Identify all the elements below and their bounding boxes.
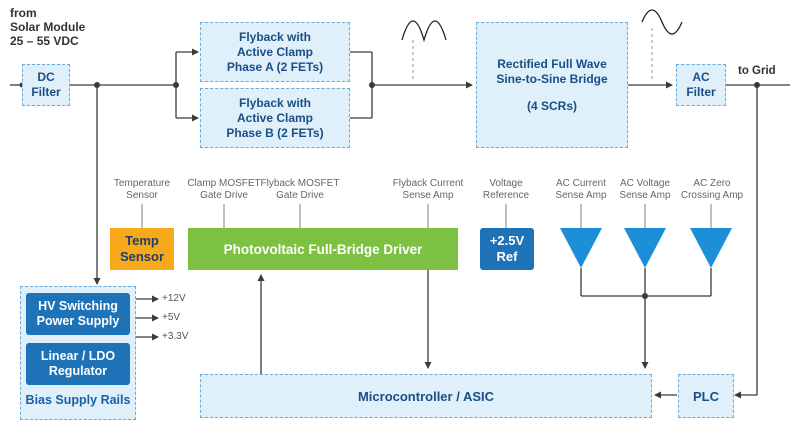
plc-label: PLC bbox=[693, 388, 719, 404]
ldo-block: Linear / LDO Regulator bbox=[26, 343, 130, 385]
label-ac-voltage-l2: Sense Amp bbox=[619, 190, 671, 201]
flyback-phase-b-block: Flyback with Active Clamp Phase B (2 FET… bbox=[200, 88, 350, 148]
label-clamp-mosfet-l1: Clamp MOSFET bbox=[187, 178, 261, 189]
flyback-b-line2: Active Clamp bbox=[236, 110, 314, 125]
temp-sensor-block: Temp Sensor bbox=[110, 228, 174, 270]
label-flyback-mosfet: Flyback MOSFET Gate Drive bbox=[254, 178, 346, 202]
label-ac-voltage-l1: AC Voltage bbox=[619, 178, 671, 189]
label-flyback-current: Flyback Current Sense Amp bbox=[380, 178, 476, 202]
label-voltage-reference-l1: Voltage bbox=[489, 178, 523, 189]
bridge-line3: (4 SCRs) bbox=[526, 98, 577, 113]
label-flyback-current-l1: Flyback Current bbox=[392, 178, 464, 189]
bridge-line1: Rectified Full Wave bbox=[497, 56, 607, 71]
flyback-a-line2: Active Clamp bbox=[236, 44, 314, 59]
ldo-line1: Linear / LDO bbox=[40, 349, 116, 363]
label-ac-voltage: AC Voltage Sense Amp bbox=[610, 178, 680, 202]
pv-driver-block: Photovoltaic Full-Bridge Driver bbox=[188, 228, 458, 270]
source-module: Solar Module bbox=[10, 20, 86, 34]
flyback-b-line1: Flyback with bbox=[238, 95, 312, 110]
dc-filter-line1: DC bbox=[37, 70, 55, 84]
dc-filter-block: DC Filter bbox=[22, 64, 70, 106]
source-label: from Solar Module 25 – 55 VDC bbox=[10, 6, 85, 48]
flyback-phase-a-block: Flyback with Active Clamp Phase A (2 FET… bbox=[200, 22, 350, 82]
label-flyback-current-l2: Sense Amp bbox=[402, 190, 454, 201]
hv-supply-line1: HV Switching bbox=[38, 299, 118, 313]
sine-waveform bbox=[641, 9, 683, 35]
flyback-a-line1: Flyback with bbox=[238, 29, 312, 44]
rail-5v-label: +5V bbox=[162, 312, 181, 323]
ac-zero-amp-triangle bbox=[690, 228, 732, 268]
rectified-waveform bbox=[401, 20, 447, 43]
label-ac-current: AC Current Sense Amp bbox=[546, 178, 616, 202]
label-ac-zero-l1: AC Zero bbox=[693, 178, 731, 189]
label-ac-zero-l2: Crossing Amp bbox=[680, 190, 744, 201]
ac-voltage-amp-triangle bbox=[624, 228, 666, 268]
label-ac-current-l1: AC Current bbox=[555, 178, 606, 189]
flyback-b-line3: Phase B (2 FETs) bbox=[226, 125, 324, 140]
label-clamp-mosfet-l2: Gate Drive bbox=[200, 190, 248, 201]
hv-supply-block: HV Switching Power Supply bbox=[26, 293, 130, 335]
temp-sensor-line1: Temp bbox=[125, 233, 159, 248]
label-flyback-mosfet-l2: Gate Drive bbox=[276, 190, 324, 201]
label-temperature-sensor-l1: Temperature bbox=[113, 178, 171, 189]
temp-sensor-line2: Sensor bbox=[119, 249, 165, 264]
bias-supply-group: HV Switching Power Supply Linear / LDO R… bbox=[20, 286, 136, 420]
microcontroller-block: Microcontroller / ASIC bbox=[200, 374, 652, 418]
plc-block: PLC bbox=[678, 374, 734, 418]
pv-driver-label: Photovoltaic Full-Bridge Driver bbox=[223, 241, 423, 257]
rail-12v-label: +12V bbox=[162, 293, 186, 304]
microcontroller-label: Microcontroller / ASIC bbox=[357, 388, 495, 404]
ldo-line2: Regulator bbox=[48, 364, 108, 378]
bias-supply-title: Bias Supply Rails bbox=[25, 393, 131, 407]
label-ac-zero: AC Zero Crossing Amp bbox=[676, 178, 748, 202]
dc-filter-line2: Filter bbox=[31, 85, 61, 99]
label-clamp-mosfet: Clamp MOSFET Gate Drive bbox=[180, 178, 268, 202]
hv-supply-line2: Power Supply bbox=[36, 314, 120, 328]
ac-current-amp-triangle bbox=[560, 228, 602, 268]
flyback-a-line3: Phase A (2 FETs) bbox=[226, 59, 324, 74]
label-voltage-reference: Voltage Reference bbox=[476, 178, 536, 202]
label-flyback-mosfet-l1: Flyback MOSFET bbox=[260, 178, 340, 189]
ac-filter-line2: Filter bbox=[686, 85, 716, 99]
source-voltage: 25 – 55 VDC bbox=[10, 34, 79, 48]
label-voltage-reference-l2: Reference bbox=[482, 190, 530, 201]
rail-3v3-label: +3.3V bbox=[162, 331, 189, 342]
label-temperature-sensor-l2: Sensor bbox=[126, 190, 158, 201]
ac-filter-block: AC Filter bbox=[676, 64, 726, 106]
ref-line2: Ref bbox=[496, 249, 518, 264]
sine-bridge-block: Rectified Full Wave Sine-to-Sine Bridge … bbox=[476, 22, 628, 148]
ref-block: +2.5V Ref bbox=[480, 228, 534, 270]
to-grid-label: to Grid bbox=[738, 65, 776, 77]
source-from: from bbox=[10, 6, 37, 20]
ref-line1: +2.5V bbox=[489, 233, 525, 248]
label-temperature-sensor: Temperature Sensor bbox=[104, 178, 180, 202]
ac-filter-line1: AC bbox=[692, 70, 710, 84]
bridge-line2: Sine-to-Sine Bridge bbox=[496, 71, 608, 86]
label-ac-current-l2: Sense Amp bbox=[555, 190, 607, 201]
